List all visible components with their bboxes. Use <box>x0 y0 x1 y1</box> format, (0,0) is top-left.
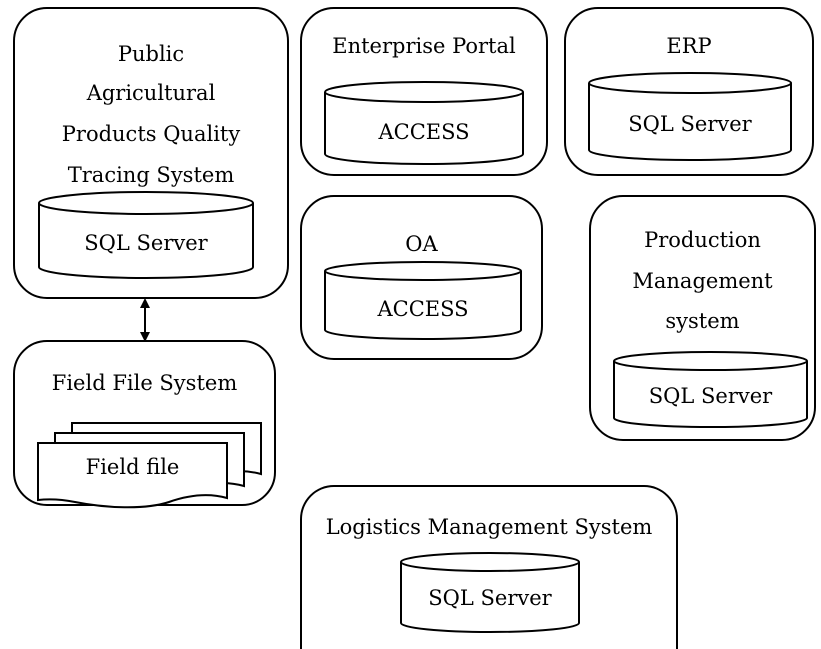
enterprise-portal-title: Enterprise Portal <box>332 34 516 58</box>
field-file-document-label: Field file <box>85 455 180 479</box>
database-cylinder-icon <box>400 552 580 633</box>
logistics-management-box: Logistics Management System SQL Server <box>300 485 678 649</box>
public-tracing-system-title-line-2: Agricultural <box>86 81 216 105</box>
logistics-management-title: Logistics Management System <box>325 515 653 539</box>
logistics-management-database-label: SQL Server <box>428 586 552 610</box>
oa-database-label: ACCESS <box>377 297 469 321</box>
database-cylinder-icon <box>324 81 524 165</box>
oa-box: OA ACCESS <box>300 195 543 360</box>
field-file-system-title: Field File System <box>51 371 238 395</box>
erp-database: SQL Server <box>588 72 792 162</box>
enterprise-portal-database: ACCESS <box>324 81 524 166</box>
document-stack-icon <box>37 422 262 509</box>
erp-box: ERP SQL Server <box>564 7 814 176</box>
public-tracing-system-title-line-4: Tracing System <box>67 163 235 187</box>
enterprise-portal-box: Enterprise Portal ACCESS <box>300 7 548 176</box>
production-management-database: SQL Server <box>613 351 808 429</box>
enterprise-portal-database-label: ACCESS <box>378 120 470 144</box>
field-file-system-box: Field File System Field file <box>13 340 276 509</box>
production-management-title-line-3: system <box>665 309 740 333</box>
oa-title: OA <box>405 232 438 256</box>
erp-database-label: SQL Server <box>628 112 752 136</box>
public-tracing-system-box: Public Agricultural Products Quality Tra… <box>13 7 289 299</box>
oa-database: ACCESS <box>324 261 522 341</box>
production-management-database-label: SQL Server <box>648 384 773 408</box>
database-cylinder-icon <box>38 191 254 279</box>
database-cylinder-icon <box>324 261 522 340</box>
production-management-box: Production Management system SQL Server <box>589 195 816 441</box>
public-tracing-system-database: SQL Server <box>38 191 254 279</box>
public-tracing-system-title-line-3: Products Quality <box>61 122 241 146</box>
public-tracing-system-database-label: SQL Server <box>84 231 208 255</box>
logistics-management-database: SQL Server <box>400 552 580 634</box>
public-tracing-system-title-line-1: Public <box>117 42 185 66</box>
erp-title: ERP <box>666 34 712 58</box>
database-cylinder-icon <box>588 72 792 161</box>
production-management-title-line-1: Production <box>644 228 761 252</box>
production-management-title-line-2: Management <box>632 269 773 293</box>
database-cylinder-icon <box>613 351 808 429</box>
